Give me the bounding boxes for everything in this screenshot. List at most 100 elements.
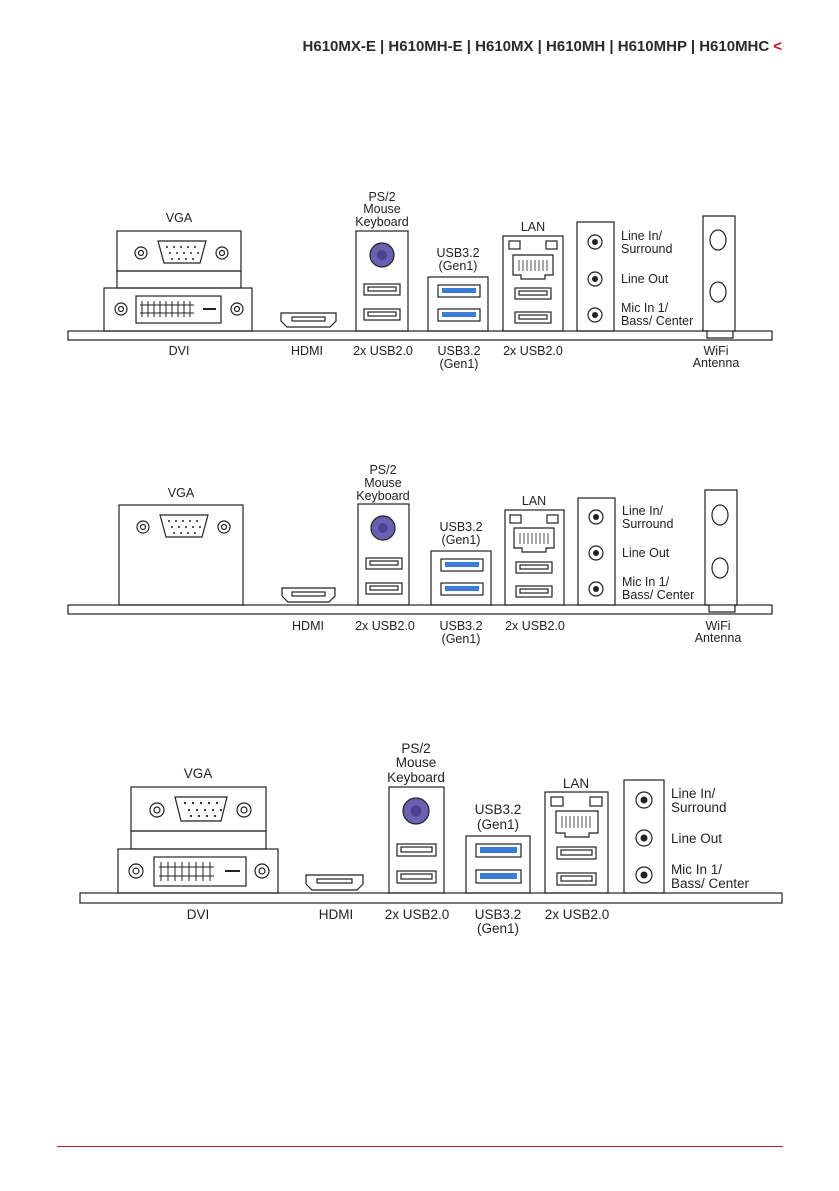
label-usb3-bottom-line1: USB3.2: [475, 907, 522, 922]
label-usb3-bottom-line2: (Gen1): [477, 921, 519, 936]
label-hdmi: HDMI: [291, 344, 323, 358]
usb2-port-left-bottom: [365, 582, 403, 595]
vga-port: [159, 514, 209, 538]
audio-jack-line-in: [588, 509, 604, 525]
label-usb2-right: 2x USB2.0: [505, 619, 565, 633]
label-lan: LAN: [563, 776, 589, 791]
ps2-usb-stack: [388, 786, 445, 894]
label-ps2-line3: Keyboard: [387, 770, 445, 785]
usb3-port-bottom: [475, 869, 522, 884]
label-audio-3-line2: Bass/ Center: [671, 876, 750, 891]
wifi-bracket: [702, 215, 736, 339]
label-vga: VGA: [166, 211, 193, 225]
wifi-bracket: [704, 489, 738, 613]
label-lan: LAN: [522, 494, 546, 508]
vga-pins: [183, 801, 223, 818]
usb2-port-right-bottom: [514, 311, 552, 324]
usb2-port-left-top: [363, 283, 401, 296]
label-usb3-top-line2: (Gen1): [439, 259, 478, 273]
lan-port: [555, 810, 599, 838]
usb3-port-top: [437, 284, 481, 298]
dvi-pins: [140, 301, 194, 317]
label-usb3-bottom-line2: (Gen1): [440, 357, 479, 371]
dvi-port: [135, 295, 222, 324]
lan-usb-stack: [544, 791, 609, 894]
hdmi-port: [281, 587, 336, 603]
usb2-port-right-top: [514, 287, 552, 300]
lan-usb-stack: [502, 235, 564, 332]
usb3-stack: [430, 550, 492, 606]
label-hdmi: HDMI: [319, 907, 354, 922]
io-panel-diagram-3: VGA PS/2 Mouse Keyboard USB3.2 (Gen1) LA…: [0, 735, 839, 950]
lan-port: [512, 254, 554, 280]
hdmi-port: [305, 874, 364, 891]
label-lan: LAN: [521, 220, 545, 234]
label-ps2-line2: Mouse: [364, 476, 402, 490]
usb3-port-top: [440, 558, 484, 572]
wifi-antenna-connector-bottom: [711, 557, 729, 579]
label-ps2-line1: PS/2: [368, 190, 395, 204]
audio-jack-line-in: [587, 234, 603, 250]
usb2-port-left-top: [396, 843, 437, 857]
lan-port: [513, 527, 555, 553]
label-audio-3-line2: Bass/ Center: [622, 588, 694, 602]
usb2-port-left-bottom: [363, 308, 401, 321]
vga-screw-left: [134, 246, 148, 260]
vga-pins: [168, 520, 201, 534]
label-audio-3-line2: Bass/ Center: [621, 314, 693, 328]
label-audio-2: Line Out: [622, 546, 670, 560]
vga-pins: [166, 246, 199, 260]
usb3-stack: [465, 835, 531, 894]
label-ps2-line3: Keyboard: [356, 489, 410, 503]
vga-screw-left: [149, 802, 165, 818]
usb3-port-top: [475, 843, 522, 858]
label-hdmi: HDMI: [292, 619, 324, 633]
vga-screw-right: [217, 520, 231, 534]
label-usb2-left: 2x USB2.0: [385, 907, 450, 922]
label-ps2-line1: PS/2: [369, 463, 396, 477]
label-vga: VGA: [168, 486, 195, 500]
usb2-port-right-bottom: [556, 872, 597, 886]
io-panel-1-svg: VGA PS/2 Mouse Keyboard USB3.2 (Gen1) LA…: [67, 190, 773, 371]
wifi-antenna-connector-bottom: [709, 281, 727, 303]
label-audio-1-line1: Line In/: [622, 504, 664, 518]
label-audio-3-line1: Mic In 1/: [671, 862, 722, 877]
dvi-screw-right: [230, 302, 244, 316]
audio-jack-mic-in: [587, 307, 603, 323]
label-audio-3-line1: Mic In 1/: [622, 575, 670, 589]
usb2-port-right-top: [556, 846, 597, 860]
label-wifi-line2: Antenna: [693, 356, 740, 370]
label-ps2-line3: Keyboard: [355, 215, 409, 229]
ps2-usb-stack: [357, 503, 410, 606]
io-panel-diagram-2: VGA PS/2 Mouse Keyboard USB3.2 (Gen1) LA…: [0, 460, 839, 660]
label-usb3-bottom-line2: (Gen1): [442, 632, 481, 646]
vga-spacer: [130, 830, 267, 850]
label-usb3-top-line1: USB3.2: [439, 520, 482, 534]
vga-port: [174, 796, 228, 822]
label-audio-1-line1: Line In/: [671, 786, 716, 801]
base-rail: [67, 604, 773, 615]
vga-bracket: [130, 786, 267, 832]
vga-bracket: [118, 504, 244, 606]
label-usb3-bottom-line1: USB3.2: [439, 619, 482, 633]
dvi-pins: [159, 862, 214, 881]
audio-jack-line-out: [635, 829, 653, 847]
usb3-stack: [427, 276, 489, 332]
lan-usb-stack: [504, 509, 565, 606]
label-dvi: DVI: [187, 907, 210, 922]
label-usb3-bottom-line1: USB3.2: [437, 344, 480, 358]
label-usb3-top-line2: (Gen1): [477, 817, 519, 832]
label-wifi-line2: Antenna: [695, 631, 742, 645]
usb2-port-left-top: [365, 557, 403, 570]
dvi-screw-left: [128, 863, 144, 879]
base-rail: [67, 330, 773, 341]
label-audio-3-line1: Mic In 1/: [621, 301, 669, 315]
label-dvi: DVI: [169, 344, 190, 358]
wifi-antenna-connector-top: [711, 504, 729, 526]
usb3-port-bottom: [440, 582, 484, 596]
audio-jack-mic-in: [635, 866, 653, 884]
audio-stack: [623, 779, 665, 894]
usb3-port-bottom: [437, 308, 481, 322]
usb2-port-left-bottom: [396, 870, 437, 884]
label-ps2-line1: PS/2: [401, 741, 430, 756]
